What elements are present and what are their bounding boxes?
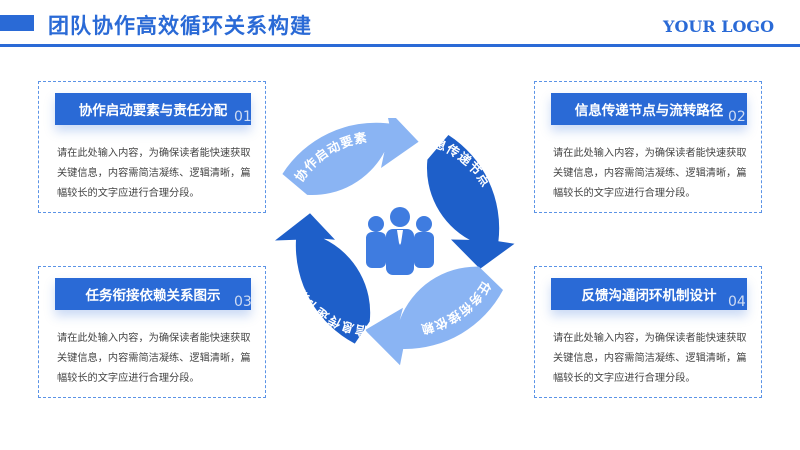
card-title: 任务衔接依赖关系图示 [55, 278, 251, 310]
card-body-text: 请在此处输入内容，为确保读者能快速获取关键信息，内容需简洁凝练、逻辑清晰，篇幅较… [553, 148, 747, 199]
info-card-3: 任务衔接依赖关系图示 03 请在此处输入内容，为确保读者能快速获取关键信息，内容… [38, 266, 266, 398]
cycle-arrow-3 [365, 266, 503, 366]
cycle-diagram: 协作启动要素 信息传递节点 任务衔接依赖 信息传递节点 [275, 118, 515, 366]
card-title: 反馈沟通闭环机制设计 [551, 278, 747, 310]
card-title: 信息传递节点与流转路径 [551, 93, 747, 125]
info-card-2: 信息传递节点与流转路径 02 请在此处输入内容，为确保读者能快速获取关键信息，内… [534, 81, 762, 213]
logo: YOUR LOGO [663, 17, 774, 36]
info-card-4: 反馈沟通闭环机制设计 04 请在此处输入内容，为确保读者能快速获取关键信息，内容… [534, 266, 762, 398]
cycle-arrow-1 [282, 118, 419, 196]
card-body-text: 请在此处输入内容，为确保读者能快速获取关键信息，内容需简洁凝练、逻辑清晰，篇幅较… [553, 333, 747, 384]
team-people-icon [366, 207, 434, 275]
header-divider [0, 44, 800, 47]
header-accent-bar [0, 15, 34, 31]
cycle-arrow-2 [426, 135, 515, 269]
card-number: 02 [728, 109, 746, 125]
card-number: 01 [234, 109, 252, 125]
page-title: 团队协作高效循环关系构建 [48, 13, 312, 38]
info-card-1: 协作启动要素与责任分配 01 请在此处输入内容，为确保读者能快速获取关键信息，内… [38, 81, 266, 213]
card-number: 04 [728, 294, 746, 310]
card-number: 03 [234, 294, 252, 310]
card-title: 协作启动要素与责任分配 [55, 93, 251, 125]
card-body-text: 请在此处输入内容，为确保读者能快速获取关键信息，内容需简洁凝练、逻辑清晰，篇幅较… [57, 148, 251, 199]
cycle-arrow-4 [275, 213, 371, 344]
card-body-text: 请在此处输入内容，为确保读者能快速获取关键信息，内容需简洁凝练、逻辑清晰，篇幅较… [57, 333, 251, 384]
